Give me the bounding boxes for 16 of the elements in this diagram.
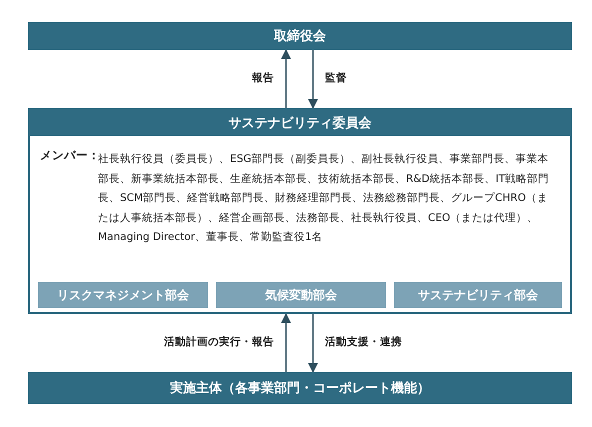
subcommittee-box: 気候変動部会 <box>216 282 386 308</box>
organization-bar: 取締役会 <box>28 22 572 50</box>
subcommittee-box: リスクマネジメント部会 <box>38 282 208 308</box>
panel-heading: サステナビリティ委員会 <box>228 114 372 133</box>
organization-bar: 実施主体（各事業部門・コーポレート機能） <box>28 372 572 404</box>
member-list: 社長執行役員（委員長）、ESG部門長（副委員長）、副社長執行役員、事業部門長、事業本部長、新事業統括本部長、生産統括本部長、技術統括本部長、R&D統括本部長、IT戦略部門長、SCM部門長、経営戦略部門長、財務経理部門長、法務総務部門長、グループCHRO（または人事統括本部長）、経営企画部長、法務部長、社長執行役員、CEO（または代理）、Managing Director、董事長、常勤監査役1名 <box>98 150 554 248</box>
arrow <box>281 49 291 108</box>
edge-label: 監督 <box>325 71 347 85</box>
edge-label: 活動計画の実行・報告 <box>164 335 274 349</box>
arrow <box>308 314 318 373</box>
committee-panel <box>28 108 572 314</box>
arrow <box>281 313 291 372</box>
edge-label: 活動支援・連携 <box>325 335 402 349</box>
arrow <box>308 50 318 109</box>
subcommittee-box: サステナビリティ部会 <box>394 282 562 308</box>
edge-label: 報告 <box>252 71 274 85</box>
